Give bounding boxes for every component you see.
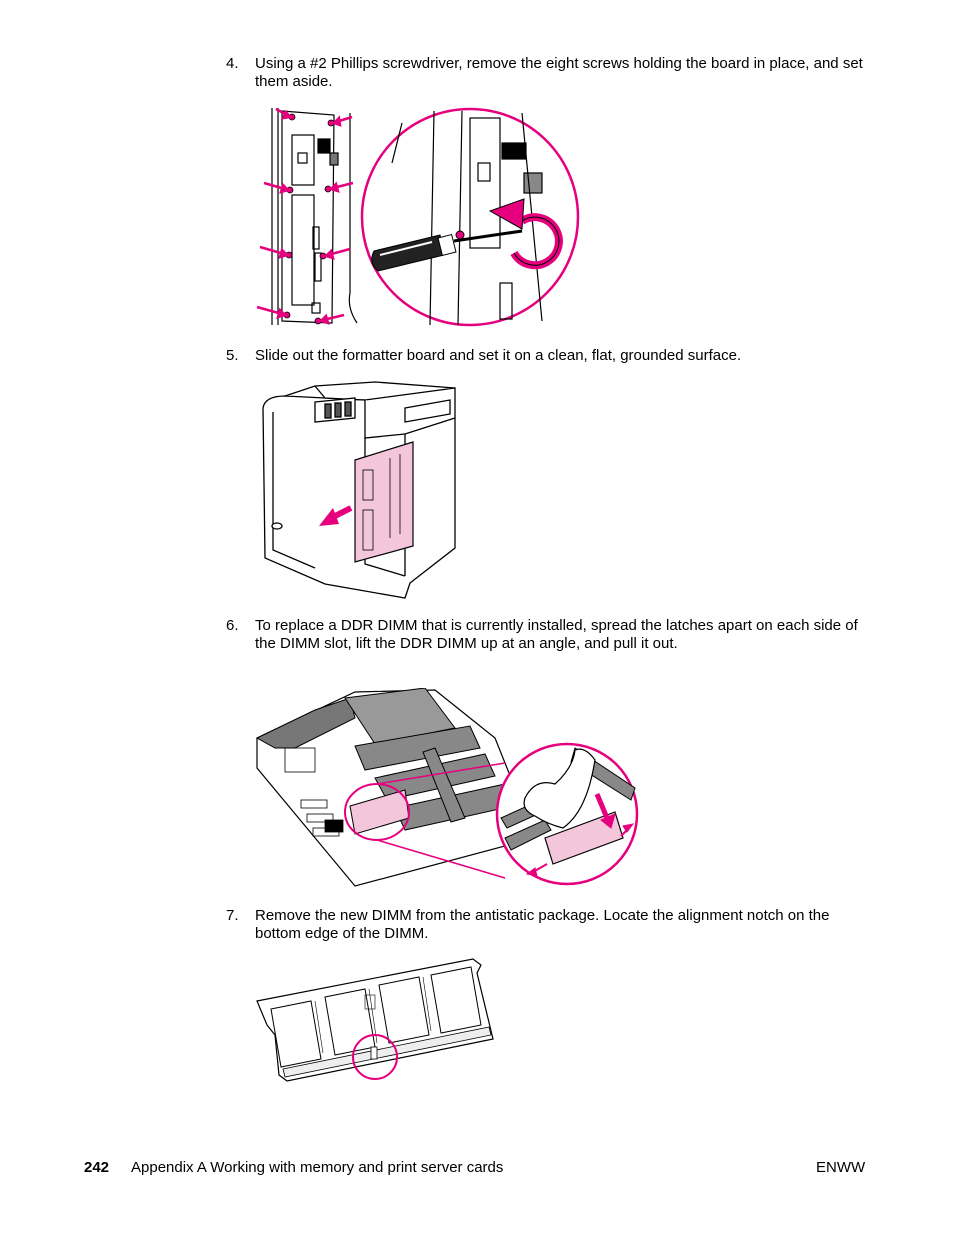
page-number: 242 — [84, 1159, 110, 1176]
hand-icon — [523, 748, 596, 829]
step-text: Slide out the formatter board and set it… — [255, 347, 742, 364]
figure-dimm-notch — [256, 958, 494, 1082]
screwdriver-icon — [371, 229, 523, 272]
step-number: 7. — [226, 907, 239, 924]
rotate-arrow-icon — [488, 198, 563, 270]
footer-right: ENWW — [816, 1159, 866, 1176]
step-number: 4. — [226, 55, 239, 72]
figure-slide-out-board — [262, 381, 456, 599]
notch-highlight — [352, 1034, 398, 1080]
pointer-arrows — [256, 107, 354, 325]
step-text: Remove the new DIMM from the antistatic … — [255, 907, 830, 942]
step-number: 5. — [226, 347, 239, 364]
figure-remove-screws — [256, 107, 580, 327]
figure-remove-dimm — [255, 688, 639, 887]
footer-chapter: Appendix A Working with memory and print… — [131, 1159, 504, 1176]
step-text: Using a #2 Phillips screwdriver, remove … — [255, 55, 863, 90]
slide-direction-arrow — [319, 505, 353, 526]
step-number: 6. — [226, 617, 239, 634]
step-text: To replace a DDR DIMM that is currently … — [255, 617, 858, 652]
dimm-module — [544, 811, 624, 865]
formatter-board — [354, 441, 414, 563]
